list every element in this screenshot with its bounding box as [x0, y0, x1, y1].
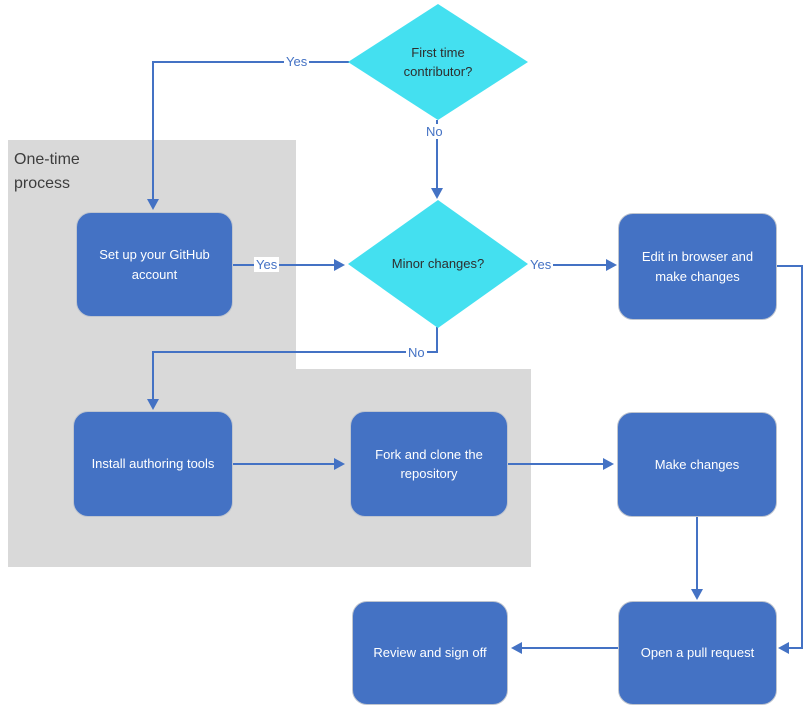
decision-minor-changes: Minor changes?	[348, 200, 528, 328]
edge-label-minor-yes: Yes	[528, 257, 554, 272]
connector-arrowhead	[147, 199, 159, 210]
connector-arrowhead	[511, 642, 522, 654]
connector-arrowhead	[334, 458, 345, 470]
decision-first-time-contributor-label: First time contributor?	[403, 44, 473, 80]
connector-arrowhead	[334, 259, 345, 271]
connector-minor-to-edit	[528, 264, 606, 266]
connector-arrowhead	[691, 589, 703, 600]
edge-label-setup-to-minor-yes: Yes	[254, 257, 280, 272]
process-open-pull-request: Open a pull request	[618, 601, 777, 705]
process-make-changes: Make changes	[617, 412, 777, 517]
connector-install-to-fork	[233, 463, 334, 465]
connector-fork-to-make	[508, 463, 603, 465]
connector-make-to-open	[696, 517, 698, 589]
connector-arrowhead	[603, 458, 614, 470]
connector-firsttime-to-setup-v	[152, 61, 154, 199]
decision-minor-changes-label: Minor changes?	[391, 256, 485, 272]
connector-setup-to-minor	[233, 264, 334, 266]
edge-label-first-time-no: No	[424, 124, 445, 139]
connector-minor-to-install-v1	[436, 327, 438, 353]
process-fork-clone-repository-label: Fork and clone the repository	[375, 446, 483, 482]
connector-edit-to-open-h2	[789, 647, 803, 649]
connector-firsttime-to-setup-h	[153, 61, 349, 63]
connector-minor-to-install-h	[152, 351, 438, 353]
process-edit-in-browser-label: Edit in browser and make changes	[641, 249, 754, 284]
process-review-sign-off-label: Review and sign off	[373, 645, 487, 661]
process-setup-github-account: Set up your GitHub account	[76, 212, 233, 317]
process-fork-clone-repository: Fork and clone the repository	[350, 411, 508, 517]
connector-firsttime-to-minor	[436, 120, 438, 196]
process-make-changes-label: Make changes	[654, 456, 740, 472]
process-open-pull-request-label: Open a pull request	[640, 645, 755, 661]
connector-arrowhead	[778, 642, 789, 654]
edge-label-first-time-yes: Yes	[284, 54, 310, 69]
connector-edit-to-open-h1	[777, 265, 803, 267]
process-install-authoring-tools-label: Install authoring tools	[91, 456, 215, 472]
process-review-sign-off: Review and sign off	[352, 601, 508, 705]
connector-arrowhead	[147, 399, 159, 410]
decision-first-time-contributor: First time contributor?	[348, 4, 528, 120]
process-install-authoring-tools: Install authoring tools	[73, 411, 233, 517]
process-edit-in-browser: Edit in browser and make changes	[618, 213, 777, 320]
connector-minor-to-install-v2	[152, 351, 154, 399]
connector-arrowhead	[431, 188, 443, 199]
connector-edit-to-open-v	[801, 265, 803, 649]
process-setup-github-account-label: Set up your GitHub account	[99, 247, 210, 282]
one-time-process-label: One-time process	[14, 151, 80, 192]
connector-open-to-review	[522, 647, 618, 649]
connector-arrowhead	[606, 259, 617, 271]
edge-label-minor-no: No	[406, 345, 427, 360]
